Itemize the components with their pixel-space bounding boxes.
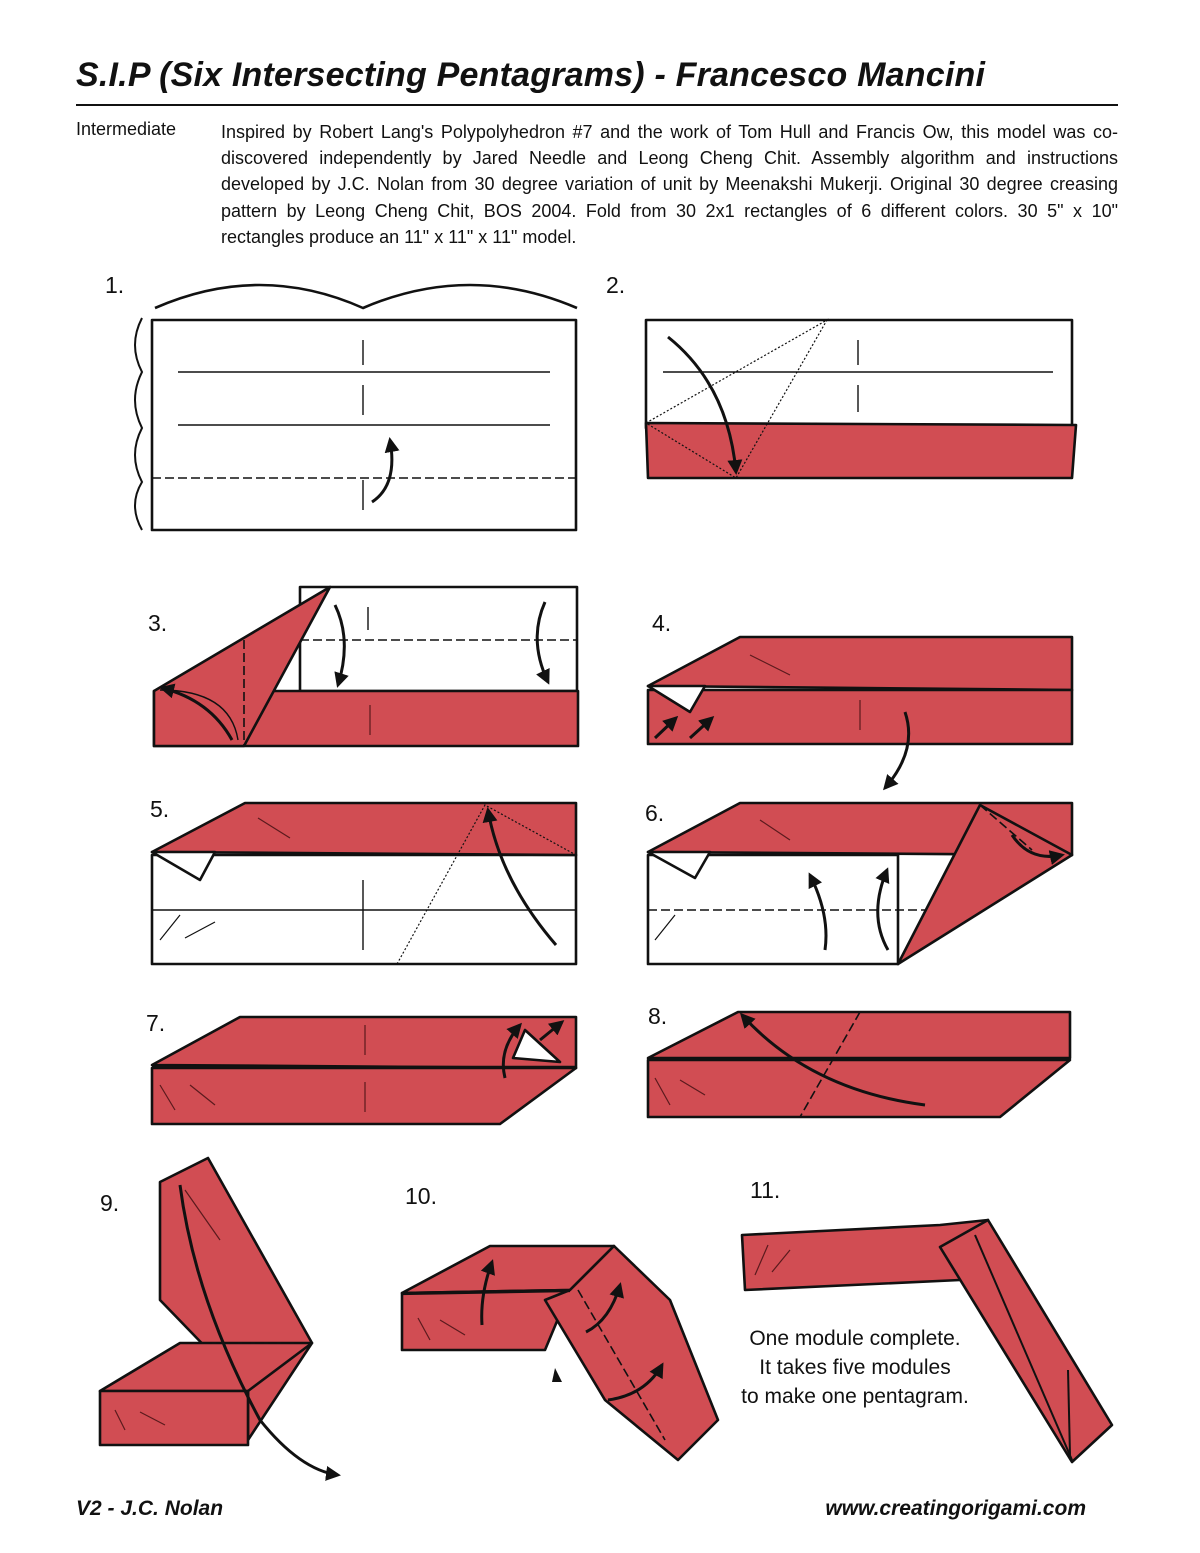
step-label-3: 3. — [148, 610, 168, 636]
step-4-arrow — [883, 711, 911, 791]
title-rule — [76, 104, 1118, 106]
step-3-arrow-left — [333, 604, 349, 688]
footer-author: V2 - J.C. Nolan — [76, 1497, 224, 1520]
intro-paragraph: Inspired by Robert Lang's Polypolyhedron… — [221, 122, 1118, 247]
step-8-top-flap — [646, 1010, 1072, 1060]
step-7-band — [150, 1066, 578, 1126]
step-6-arrow-left — [808, 872, 828, 951]
completion-caption: One module complete. It takes five modul… — [714, 1324, 996, 1411]
step-1-fold-arrow — [371, 437, 400, 504]
step-11-right-arm — [938, 1218, 1114, 1464]
step-1-brace — [154, 283, 578, 310]
step-label-2: 2. — [606, 272, 626, 298]
step-7-white-tip — [511, 1028, 562, 1064]
step-9-diagram — [98, 1156, 341, 1481]
caption-line-2: It takes five modules — [759, 1356, 951, 1379]
step-8-diagram — [646, 1010, 1072, 1119]
step-label-10: 10. — [405, 1183, 437, 1209]
difficulty-level: Intermediate — [76, 119, 177, 139]
step-2-colored-band — [644, 421, 1078, 480]
page-title: S.I.P (Six Intersecting Pentagrams) - Fr… — [76, 56, 986, 94]
caption-line-3: to make one pentagram. — [741, 1385, 969, 1408]
step-7-top-flap — [150, 1015, 578, 1070]
step-label-7: 7. — [146, 1010, 166, 1036]
footer-website: www.creatingorigami.com — [825, 1497, 1086, 1520]
step-label-4: 4. — [652, 610, 672, 636]
step-3-diagram — [152, 585, 580, 748]
caption-line-1: One module complete. — [749, 1327, 961, 1350]
step-2-diagram — [644, 318, 1078, 480]
step-label-6: 6. — [645, 800, 665, 826]
step-9-base-front — [98, 1389, 250, 1447]
step-2-fold-arrow — [667, 335, 743, 475]
step-7-diagram — [150, 1015, 578, 1126]
step-8-band — [646, 1058, 1072, 1119]
step-6-arrow-right — [875, 867, 890, 951]
step-3-arrow-right — [535, 601, 550, 685]
step-5-diagram — [150, 801, 578, 966]
step-6-diagram — [646, 801, 1074, 966]
step-4-top-flap — [646, 635, 1074, 692]
step-9-arrow — [178, 1184, 341, 1481]
step-1-diagram — [134, 283, 578, 532]
step-5-top-flap — [150, 801, 578, 857]
step-10-arm — [543, 1244, 720, 1462]
step-4-white-corner — [646, 684, 707, 714]
step-11-diagram — [740, 1218, 1114, 1464]
step-label-11: 11. — [750, 1177, 781, 1203]
step-1-side-brace — [134, 317, 144, 531]
step-6-folded-corner — [896, 803, 1074, 966]
step-10-diagram — [400, 1244, 720, 1462]
step-label-5: 5. — [150, 796, 170, 822]
step-label-1: 1. — [105, 272, 125, 298]
step-5-arrow — [482, 807, 558, 946]
step-label-8: 8. — [648, 1003, 668, 1029]
step-8-arrow — [739, 1012, 926, 1107]
step-2-paper — [644, 318, 1074, 430]
step-4-diagram — [646, 635, 1074, 791]
step-label-9: 9. — [100, 1190, 120, 1216]
